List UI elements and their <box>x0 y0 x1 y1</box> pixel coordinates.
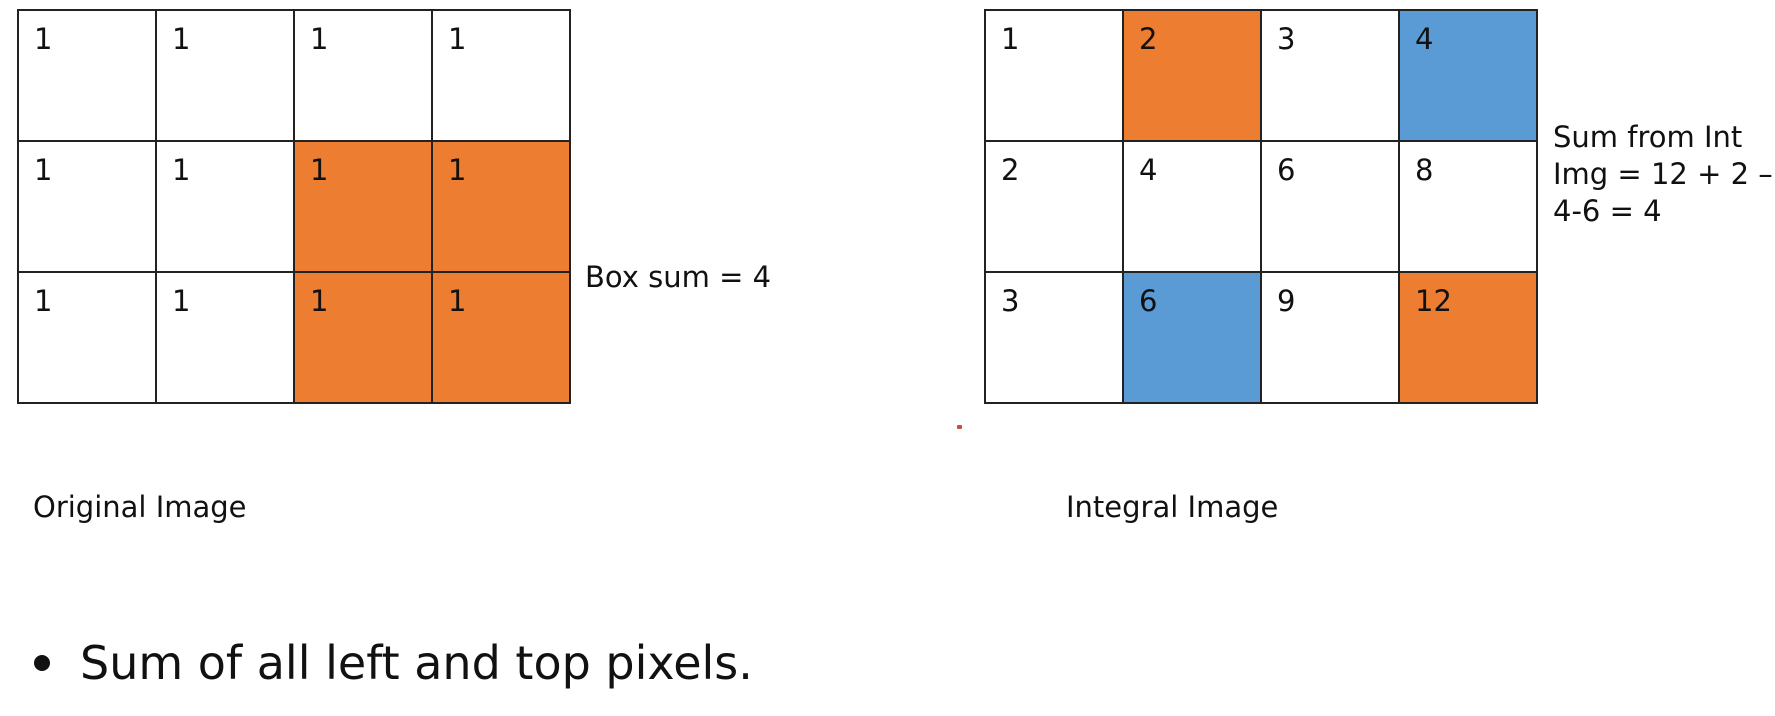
original-cell-r1-c1: 1 <box>19 11 157 142</box>
original-cell-r2-c2: 1 <box>157 142 295 273</box>
original-cell-r3-c4: 1 <box>433 273 571 404</box>
integral-sum-line-1: Sum from Int <box>1553 120 1743 154</box>
bullet-text: Sum of all left and top pixels. <box>80 636 753 690</box>
integral-cell-r3-c2: 6 <box>1124 273 1262 404</box>
original-cell-r3-c2: 1 <box>157 273 295 404</box>
original-cell-r3-c3: 1 <box>295 273 433 404</box>
integral-cell-r2-c1: 2 <box>986 142 1124 273</box>
integral-cell-r2-c4: 8 <box>1400 142 1538 273</box>
integral-cell-r1-c1: 1 <box>986 11 1124 142</box>
integral-sum-line-3: 4-6 = 4 <box>1553 194 1662 229</box>
integral-sum-label: Sum from Int Img = 12 + 2 – 4-6 = 4 <box>1553 119 1773 230</box>
integral-cell-r1-c3: 3 <box>1262 11 1400 142</box>
integral-cell-r2-c2: 4 <box>1124 142 1262 273</box>
original-image-caption: Original Image <box>33 490 247 524</box>
original-cell-r1-c2: 1 <box>157 11 295 142</box>
integral-image-caption: Integral Image <box>1066 490 1279 524</box>
original-cell-r3-c1: 1 <box>19 273 157 404</box>
integral-cell-r1-c4: 4 <box>1400 11 1538 142</box>
integral-sum-line-2: Img = 12 + 2 – <box>1553 157 1773 192</box>
bullet-item: Sum of all left and top pixels. <box>34 640 753 686</box>
integral-cell-r3-c4: 12 <box>1400 273 1538 404</box>
integral-cell-r2-c3: 6 <box>1262 142 1400 273</box>
original-cell-r1-c3: 1 <box>295 11 433 142</box>
box-sum-label: Box sum = 4 <box>585 260 772 294</box>
integral-cell-r3-c1: 3 <box>986 273 1124 404</box>
original-cell-r2-c4: 1 <box>433 142 571 273</box>
integral-cell-r3-c3: 9 <box>1262 273 1400 404</box>
original-cell-r1-c4: 1 <box>433 11 571 142</box>
original-cell-r2-c1: 1 <box>19 142 157 273</box>
bullet-dot-icon <box>34 655 50 671</box>
original-cell-r2-c3: 1 <box>295 142 433 273</box>
integral-cell-r1-c2: 2 <box>1124 11 1262 142</box>
stray-mark <box>957 425 962 429</box>
